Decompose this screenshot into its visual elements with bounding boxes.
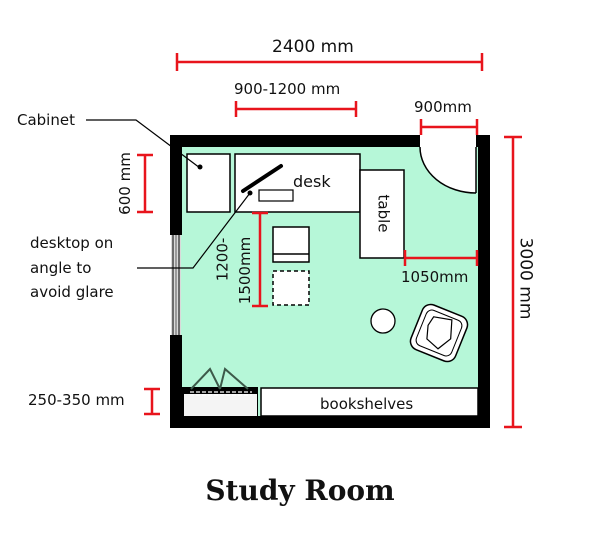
dim-desk-width bbox=[234, 101, 358, 117]
wall-right bbox=[478, 135, 490, 428]
wall-bottom bbox=[170, 416, 490, 428]
table-label: table bbox=[374, 194, 393, 233]
table bbox=[359, 169, 405, 259]
dim-room-depth-label: 3000 mm bbox=[515, 237, 536, 320]
wall-left-bottom bbox=[170, 335, 182, 428]
chair-pulled-out bbox=[272, 270, 310, 306]
dim-door-width-label: 900mm bbox=[414, 98, 472, 116]
dim-desk-width-label: 900-1200 mm bbox=[234, 80, 341, 98]
cabinet-leader bbox=[86, 119, 201, 169]
dim-room-width bbox=[175, 53, 484, 71]
window bbox=[171, 235, 181, 335]
desktop-leader-dot bbox=[247, 190, 253, 196]
dim-door-width bbox=[419, 119, 479, 135]
keyboard bbox=[258, 189, 294, 202]
dim-table-clearance-label: 1050mm bbox=[401, 268, 469, 286]
desk-label: desk bbox=[293, 172, 331, 191]
desktop-leader bbox=[137, 192, 251, 269]
wall-top-left bbox=[170, 135, 420, 147]
dim-bookshelf-depth bbox=[144, 387, 160, 416]
bookshelves-label: bookshelves bbox=[320, 395, 414, 413]
dim-table-clearance bbox=[403, 250, 479, 266]
side-table bbox=[370, 308, 396, 334]
dim-room-depth bbox=[504, 135, 522, 429]
chair bbox=[272, 226, 310, 263]
dim-room-width-label: 2400 mm bbox=[272, 37, 354, 57]
desktop-note-line-2: angle to bbox=[30, 259, 92, 277]
dim-desk-clearance-label-1: 1200- bbox=[213, 237, 232, 282]
cabinet-leader-dot bbox=[197, 164, 203, 170]
desktop-note-line-3: avoid glare bbox=[30, 283, 114, 301]
dim-bookshelf-depth-label: 250-350 mm bbox=[28, 391, 125, 409]
door bbox=[419, 135, 477, 194]
dim-desk-clearance-label-2: 1500mm bbox=[236, 236, 255, 305]
cabinet-label: Cabinet bbox=[17, 111, 75, 129]
dim-cabinet-depth-label: 600 mm bbox=[115, 152, 134, 215]
dim-desk-clearance bbox=[252, 211, 268, 308]
wall-left-top bbox=[170, 135, 182, 235]
desktop-note-line-1: desktop on bbox=[30, 234, 114, 252]
bookshelves bbox=[260, 387, 479, 417]
armchair bbox=[409, 303, 469, 363]
monitor-angled bbox=[241, 164, 283, 193]
diagram-title: Study Room bbox=[205, 474, 395, 507]
cupboard-bifold bbox=[182, 367, 258, 416]
dim-cabinet-depth bbox=[137, 153, 153, 214]
